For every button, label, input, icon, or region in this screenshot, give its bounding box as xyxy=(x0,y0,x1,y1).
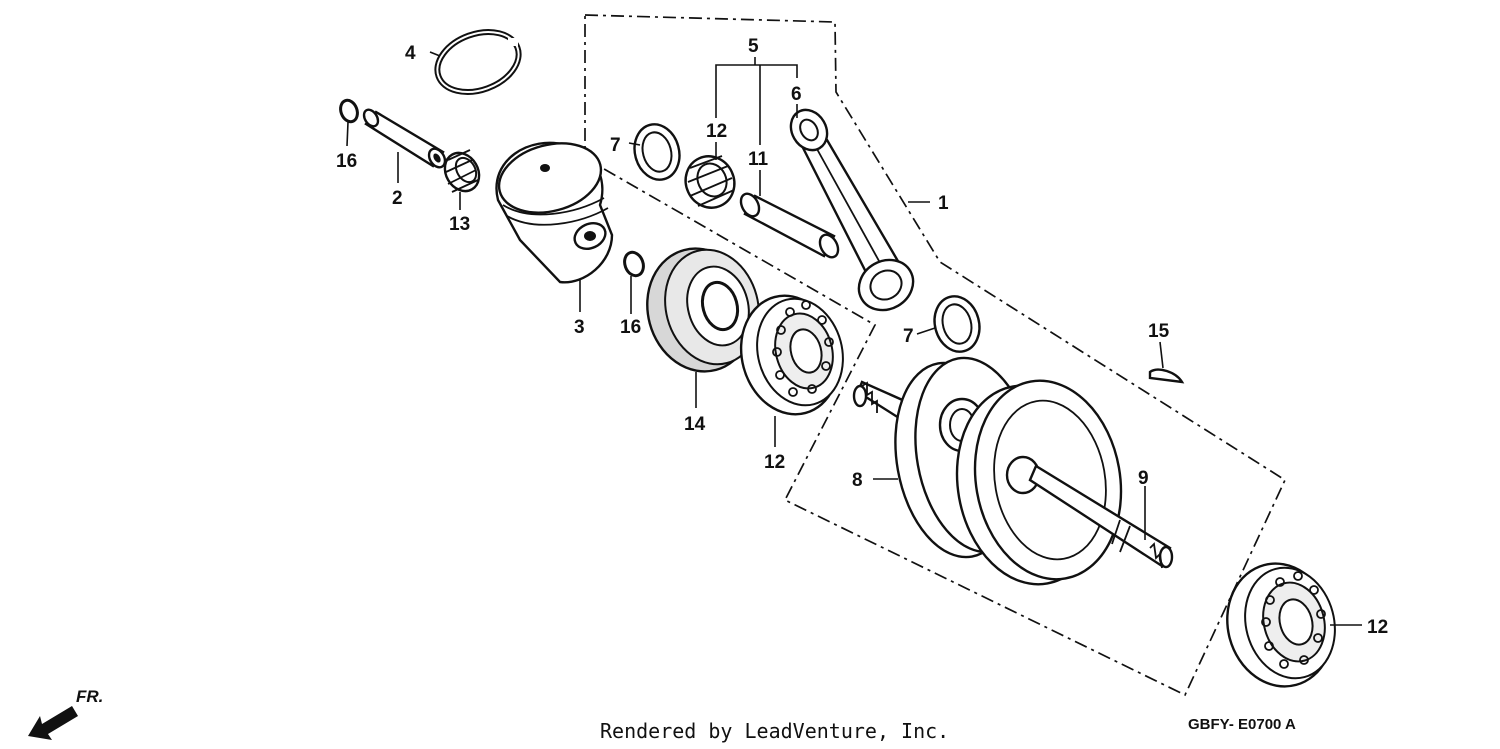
ball-bearing-upper-part xyxy=(739,294,844,416)
callout-12-upper: 12 xyxy=(764,452,785,473)
callout-4: 4 xyxy=(405,43,416,64)
woodruff-key-part xyxy=(1148,368,1185,384)
big-end-needle-bearing-part xyxy=(684,155,736,209)
thrust-washer-upper-part xyxy=(633,123,681,181)
front-arrow-icon xyxy=(28,706,78,740)
callout-10: 11 xyxy=(748,149,769,170)
callout-13: 13 xyxy=(449,214,470,235)
diagram-code: GBFY- E0700 A xyxy=(1188,716,1296,733)
leader-line-4 xyxy=(429,51,441,57)
leader-line-15 xyxy=(1159,341,1164,369)
circlip-right-part xyxy=(623,250,645,278)
crankshaft-part xyxy=(852,356,1174,586)
leader-lines xyxy=(346,51,1362,626)
front-marker-label: FR. xyxy=(76,687,103,706)
leader-line-7-upper xyxy=(628,142,641,146)
small-end-needle-bearing-part xyxy=(443,149,481,193)
piston-pin-part xyxy=(362,108,447,169)
callout-7-lower: 7 xyxy=(903,326,914,347)
callout-14: 14 xyxy=(684,414,706,435)
piston-ring-part xyxy=(434,29,522,95)
callout-6: 6 xyxy=(791,84,802,105)
leader-bracket-5 xyxy=(715,64,798,95)
connecting-rod-part xyxy=(789,108,915,312)
callout-3: 3 xyxy=(574,317,585,338)
callout-11: 12 xyxy=(706,121,727,142)
piston-part xyxy=(495,141,614,284)
crank-pin-part xyxy=(739,192,840,259)
callout-1: 1 xyxy=(938,193,949,214)
callout-16-right: 16 xyxy=(620,317,641,338)
oil-seal-part xyxy=(646,247,760,373)
callout-15: 15 xyxy=(1148,321,1170,342)
callout-12-lower: 12 xyxy=(1367,617,1388,638)
credit-text: Rendered by LeadVenture, Inc. xyxy=(600,719,949,743)
leader-line-16-left xyxy=(346,121,349,147)
callout-16-left: 16 xyxy=(336,151,357,172)
ball-bearing-lower-part xyxy=(1226,562,1336,688)
callout-8: 8 xyxy=(852,470,863,491)
thrust-washer-lower-part xyxy=(933,295,981,353)
leader-line-7-lower xyxy=(916,327,936,335)
callout-5: 5 xyxy=(748,36,759,57)
front-direction-marker: FR. xyxy=(28,687,103,740)
circlip-left-part xyxy=(339,98,359,124)
callout-2: 2 xyxy=(392,188,403,209)
callout-9: 9 xyxy=(1138,468,1149,489)
callout-7-upper: 7 xyxy=(610,135,621,156)
